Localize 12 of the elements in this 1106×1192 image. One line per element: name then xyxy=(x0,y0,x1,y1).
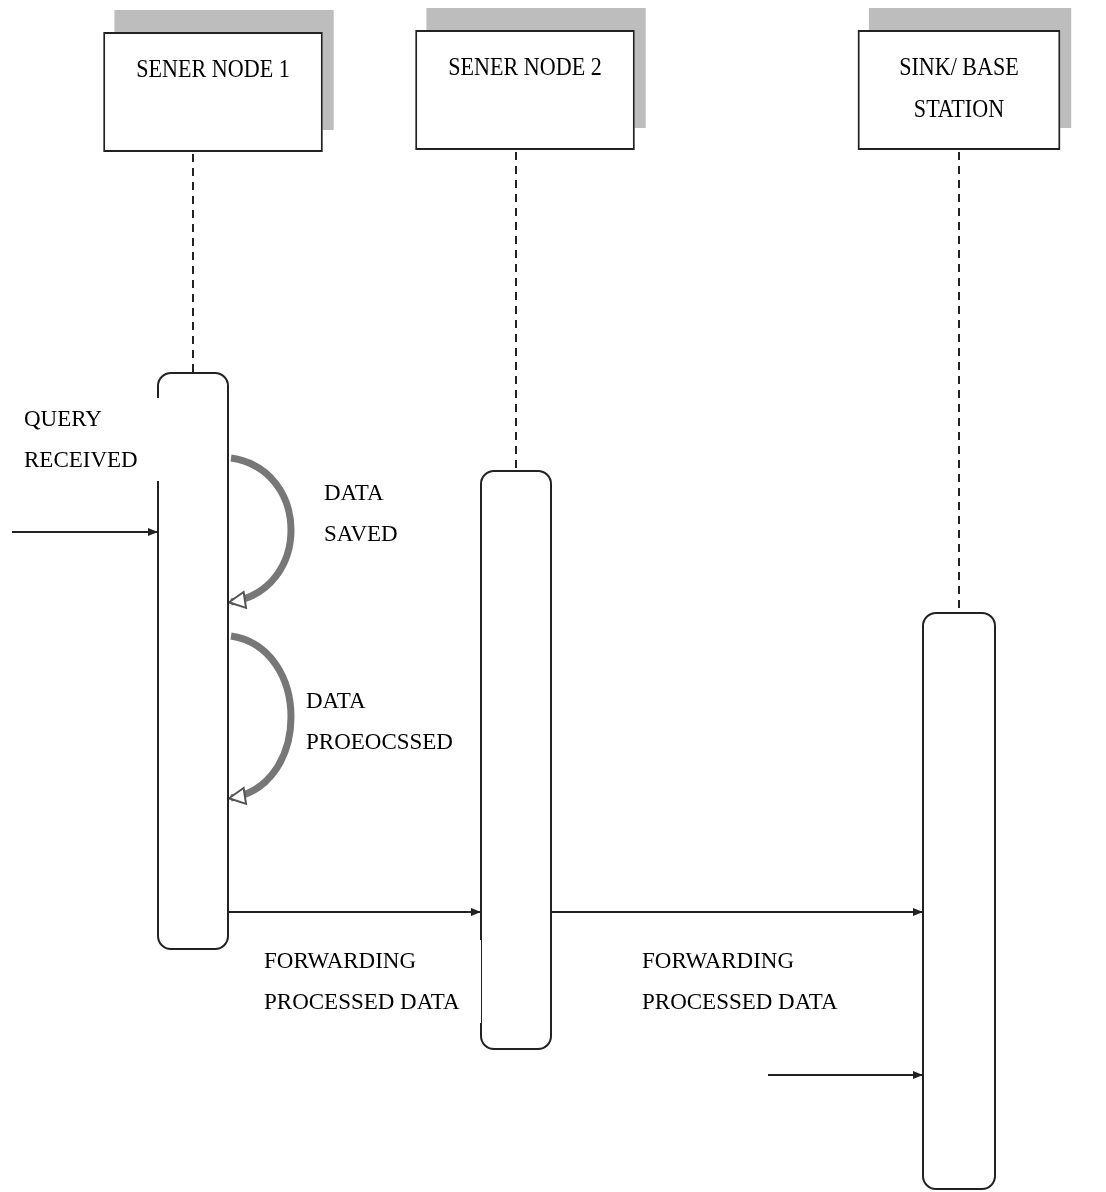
self-message-arrow xyxy=(228,454,295,607)
message-label: FORWARDING PROCESSED DATA xyxy=(262,940,481,1023)
activation-bar xyxy=(480,470,552,1050)
message-arrow xyxy=(551,908,923,916)
lifeline xyxy=(515,151,517,471)
activation-bar xyxy=(157,372,229,950)
message-arrow xyxy=(11,528,158,536)
message-arrow xyxy=(228,908,481,916)
self-message-arrow xyxy=(228,632,295,803)
message-arrow xyxy=(767,1071,923,1079)
activation-bar xyxy=(922,612,996,1190)
lifeline xyxy=(192,153,194,373)
